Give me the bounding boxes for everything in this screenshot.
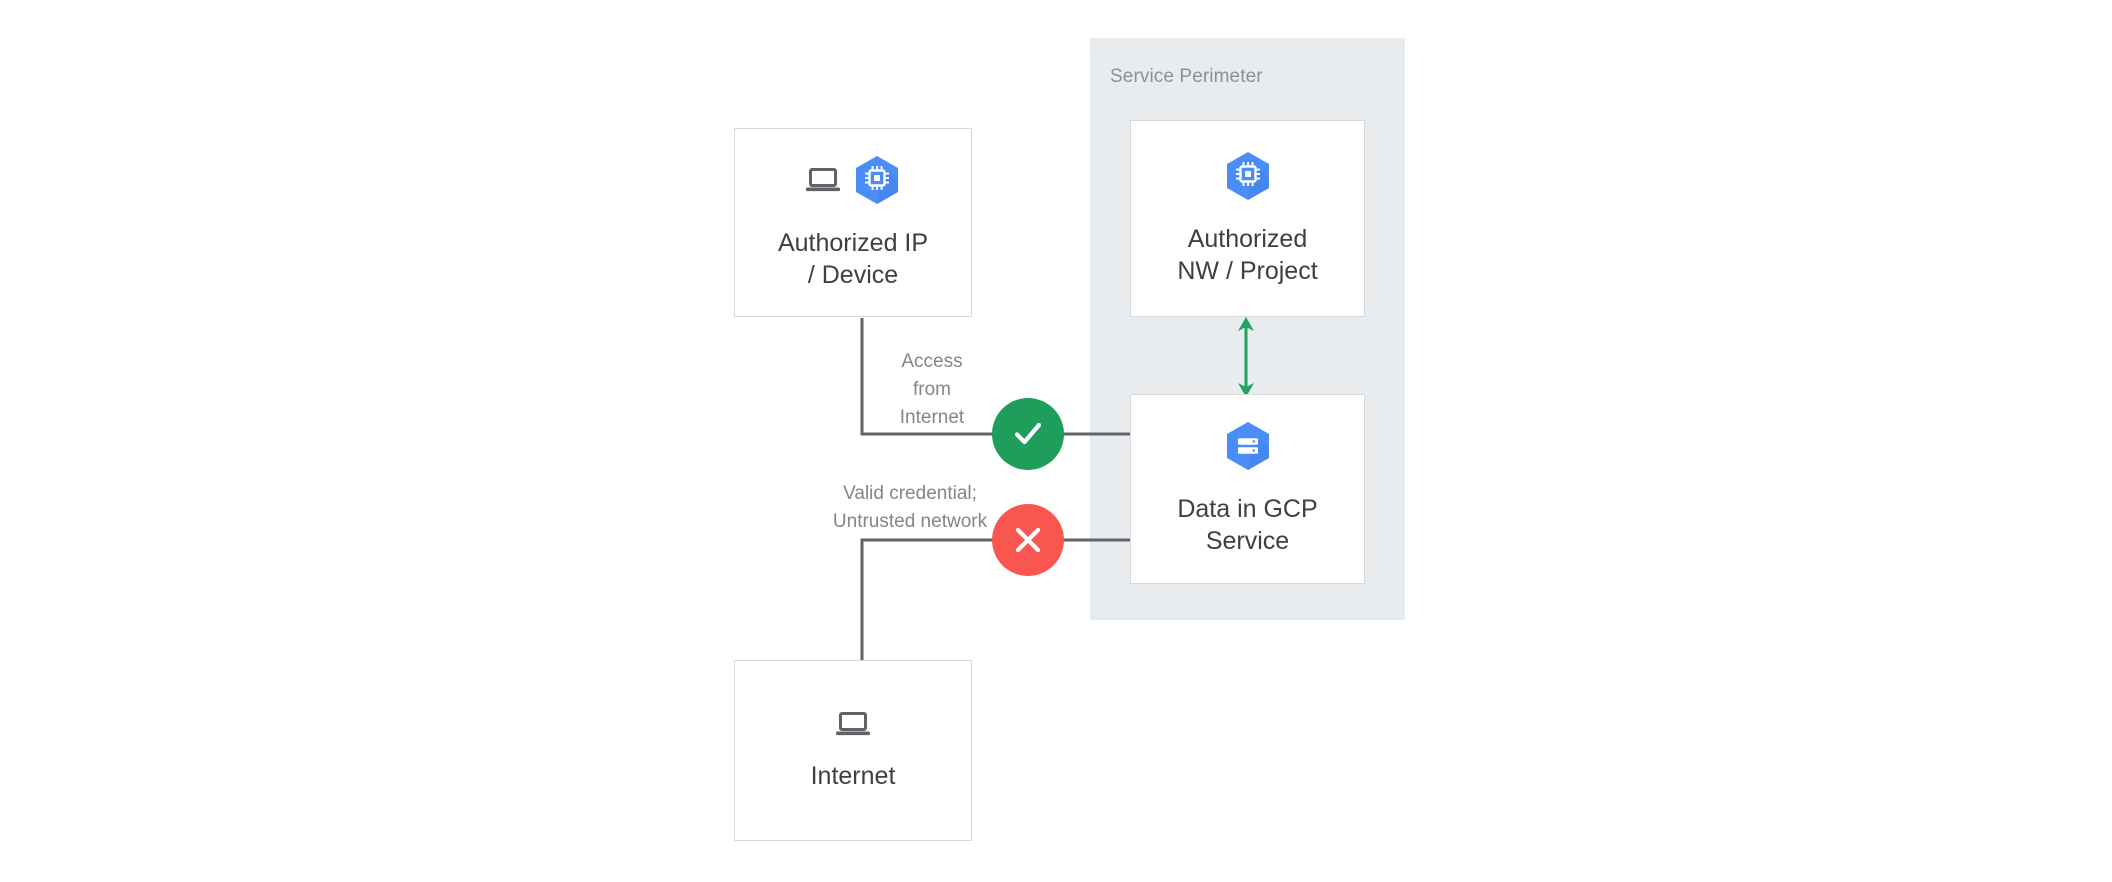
close-icon [1015, 527, 1041, 553]
node-icon-group [806, 155, 900, 205]
node-icon-group [1225, 151, 1271, 201]
service-perimeter-label: Service Perimeter [1110, 66, 1263, 87]
node-icon-group [836, 710, 870, 738]
node-label: Data in GCP Service [1177, 495, 1318, 555]
node-data-in-gcp-service[interactable]: Data in GCP Service [1130, 394, 1365, 584]
node-icon-group [1225, 421, 1271, 471]
deny-badge[interactable] [992, 504, 1064, 576]
check-icon [1014, 422, 1042, 445]
allow-badge[interactable] [992, 398, 1064, 470]
edge-label-access-from-internet: Access from Internet [899, 351, 965, 429]
gcp-compute-hexagon-icon [1226, 151, 1269, 200]
node-authorized-nw-project[interactable]: Authorized NW / Project [1130, 120, 1365, 317]
laptop-icon [806, 167, 840, 191]
gcp-storage-hexagon-icon [1226, 422, 1269, 470]
laptop-icon [836, 711, 870, 735]
node-label: Internet [810, 761, 896, 790]
node-label: Authorized NW / Project [1177, 224, 1318, 285]
node-authorized-ip-device[interactable]: Authorized IP / Device [734, 128, 972, 317]
edge-label-valid-credential: Valid credential; Untrusted network [832, 483, 988, 533]
node-label: Authorized IP / Device [777, 228, 929, 289]
node-internet[interactable]: Internet [734, 660, 972, 841]
gcp-compute-hexagon-icon [856, 155, 898, 204]
